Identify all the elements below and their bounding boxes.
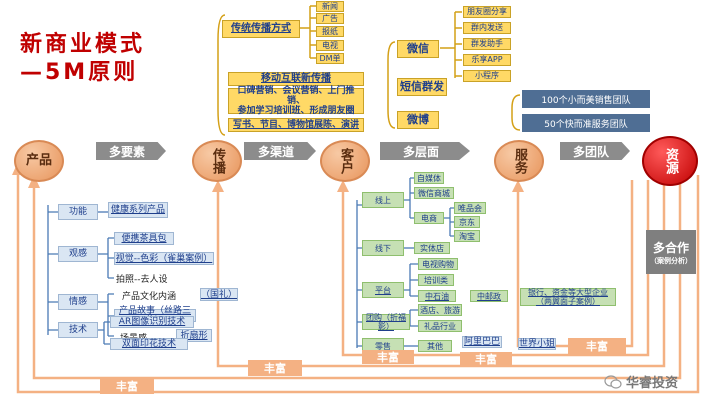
product-tech-label: 技术 [58, 322, 98, 338]
traditional-spread-header: 传统传播方式 [222, 20, 300, 38]
bank-enterprise-note: 银行、资金等大型企业（两翼面子案例） [520, 288, 616, 306]
wechat-logo-icon [604, 374, 622, 389]
group-item-hotel-travel: 酒店、旅游 [418, 304, 462, 316]
page-title-line1: 新商业模式 [20, 32, 146, 57]
circle-product: 产品 [14, 140, 64, 182]
wechat-item-group-send: 群内发送 [463, 22, 511, 34]
retail-item-miss-world: 世界小姐 [518, 338, 556, 350]
mobile-spread-header: 移动互联新传播 [228, 72, 364, 86]
ecommerce-item-vip: 唯品会 [454, 202, 486, 214]
ecommerce-item-taobao: 淘宝 [454, 230, 480, 242]
customer-group-buy-label: 团购（折福影） [362, 313, 410, 331]
product-connectors [47, 205, 114, 345]
tech-item-ar: AR图像识别技术 [110, 316, 194, 328]
emotion-item-culture: 产品文化内涵 [122, 292, 177, 302]
mobile-spread-desc: 口碑营销、会议营销、上门推销、 参加学习培训班、形成朋友圈 [228, 86, 364, 116]
mobile-spread-extra: 写书、节目、博物馆展陈、演讲 [228, 118, 364, 132]
sales-team-box: 100个小而美销售团队 [522, 90, 650, 108]
wechat-item-moments: 朋友圈分享 [463, 6, 511, 18]
traditional-item-dm: DM单 [316, 53, 344, 64]
traditional-item-newspaper: 报纸 [316, 26, 344, 37]
circle-resource: 资源 [642, 136, 698, 186]
wechat-item-lexiang-app: 乐享APP [463, 54, 511, 66]
channel-brace [387, 11, 462, 129]
customer-platform-label: 平台 [362, 282, 404, 298]
product-appearance-label: 观感 [58, 246, 98, 262]
traditional-brace [217, 5, 316, 136]
platform-item-training: 培训类 [418, 274, 454, 286]
channel-sms: 短信群发 [397, 78, 447, 96]
online-item-ecommerce: 电商 [414, 212, 444, 224]
retail-item-other: 其他 [418, 340, 452, 352]
circle-service: 服务 [494, 140, 544, 182]
flow-arrow-multi-team: 多团队 [560, 142, 630, 160]
flow-arrow-multi-level: 多层面 [380, 142, 470, 160]
flow-arrow-multi-channel: 多渠道 [244, 142, 316, 160]
traditional-item-tv: 电视 [316, 40, 344, 51]
circle-customer: 客户 [320, 140, 370, 182]
function-item-health: 健康系列产品 [108, 202, 168, 218]
appearance-item-photo: 拍照--去人设 [116, 275, 168, 285]
platform-item-tv-shopping: 电视购物 [418, 258, 458, 270]
channel-wechat: 微信 [397, 40, 439, 58]
watermark: 华睿投资 [604, 372, 678, 391]
customer-online-label: 线上 [362, 192, 404, 208]
rich-label-customer: 丰富 [362, 350, 414, 364]
rich-label-service: 丰富 [460, 352, 512, 366]
group-item-gift-industry: 礼品行业 [418, 320, 462, 332]
platform-item-post: 中邮政 [470, 290, 508, 302]
flow-arrow-multi-element: 多要素 [96, 142, 166, 160]
online-item-wechat-mall: 微信商城 [414, 187, 454, 199]
wechat-item-mini-program: 小程序 [463, 70, 511, 82]
rich-label-spread: 丰富 [248, 360, 302, 376]
tech-item-double-print: 双面印花技术 [110, 338, 188, 350]
emotion-item-state-gift: （国礼） [200, 288, 238, 301]
ecommerce-item-jd: 京东 [454, 216, 480, 228]
traditional-item-news: 新闻 [316, 1, 344, 12]
page-title-line2: —5M原则 [20, 60, 139, 85]
service-team-box: 50个快而准服务团队 [522, 114, 650, 132]
rich-label-outer: 丰富 [100, 378, 154, 394]
product-function-label: 功能 [58, 204, 98, 220]
online-item-self-media: 自媒体 [414, 172, 444, 184]
traditional-item-ads: 广告 [316, 13, 344, 24]
platform-item-petrochina: 中石油 [418, 290, 456, 302]
retail-item-alibaba: 阿里巴巴 [462, 336, 502, 348]
wechat-item-mass-helper: 群发助手 [463, 38, 511, 50]
channel-weibo: 微博 [397, 111, 439, 129]
rich-label-inner: 丰富 [568, 338, 626, 354]
product-emotion-label: 情感 [58, 294, 98, 310]
customer-offline-label: 线下 [362, 240, 404, 256]
offline-item-store: 实体店 [414, 242, 450, 254]
appearance-item-tea-pack: 便携茶具包 [114, 232, 174, 245]
appearance-item-visual-color: 视觉--色彩（雀巢案例） [114, 252, 214, 265]
circle-spread: 传播 [192, 140, 242, 182]
service-brace [511, 94, 521, 131]
multi-cooperation-box: 多合作 （案例分析） [646, 230, 696, 274]
